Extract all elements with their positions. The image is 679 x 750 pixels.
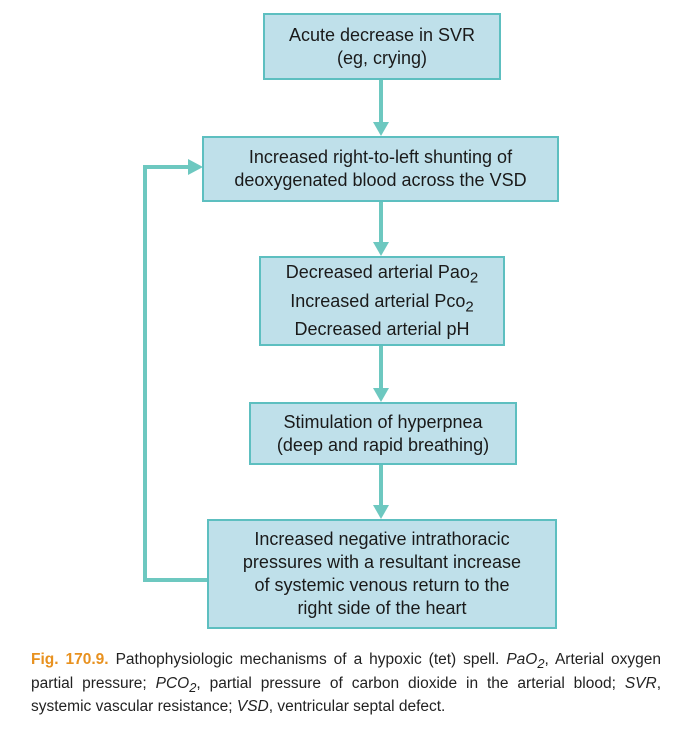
caption-text-3: , partial pressure of carbon dioxide in … (196, 674, 625, 692)
caption-pao2-abbr: PaO2 (506, 651, 545, 672)
caption-text-1: Pathophysiologic mechanisms of a hypoxic… (108, 651, 507, 668)
box5-line1: Increased negative intrathoracic (254, 529, 510, 549)
box5-line2: pressures with a resultant increase (242, 552, 522, 572)
box-acute-decrease-svr: Acute decrease in SVR (eg, crying) (263, 13, 501, 80)
box4-line2: (deep and rapid breathing) (276, 434, 490, 455)
box3-line1: Decreased arterial Pao2 (286, 261, 478, 290)
box3-line1-sub: 2 (469, 269, 479, 287)
box-blood-gases: Decreased arterial Pao2 Increased arteri… (259, 256, 505, 346)
box3-line1-text: Decreased arterial Pao (285, 261, 470, 282)
figure-caption: Fig. 170.9. Pathophysiologic mechanisms … (31, 650, 661, 717)
box1-line1: Acute decrease in SVR (288, 24, 476, 45)
box5-line3: of systemic venous return to the (254, 575, 510, 595)
box1-line2: (eg, crying) (336, 47, 428, 68)
box3-line2-sub: 2 (465, 298, 474, 316)
box-negative-intrathoracic-pressure: Increased negative intrathoracic pressur… (207, 519, 557, 629)
figure-label: Fig. 170.9. (31, 651, 109, 668)
box3-line3: Decreased arterial pH (294, 319, 470, 340)
caption-vsd-abbr: VSD (236, 698, 269, 716)
arrow-3-head (373, 388, 389, 402)
arrow-1-head (373, 122, 389, 136)
feedback-arrow-head (188, 159, 203, 175)
box-right-to-left-shunting: Increased right-to-left shunting of deox… (202, 136, 559, 202)
caption-pco2-abbr: PCO2 (155, 674, 197, 695)
box3-line2-text: Increased arterial Pco (290, 290, 466, 311)
box5-line4: right side of the heart (297, 598, 467, 618)
caption-svr-abbr: SVR (624, 674, 657, 692)
flow-arrows (143, 80, 389, 582)
caption-text-4: , systemic vascular resistance; (31, 674, 661, 716)
box-hyperpnea: Stimulation of hyperpnea (deep and rapid… (249, 402, 517, 465)
caption-text-2: , Arterial oxygen partial pressure; (31, 651, 661, 692)
box2-line2: deoxygenated blood across the VSD (234, 170, 527, 190)
arrow-4-head (373, 505, 389, 519)
box4-line1: Stimulation of hyperpnea (283, 411, 483, 432)
feedback-loop-line (143, 165, 207, 582)
arrow-2-head (373, 242, 389, 256)
caption-text-5: , ventricular septal defect. (268, 698, 446, 716)
box3-line2: Increased arterial Pco2 (290, 290, 473, 319)
box2-line1: Increased right-to-left shunting of (248, 147, 513, 167)
